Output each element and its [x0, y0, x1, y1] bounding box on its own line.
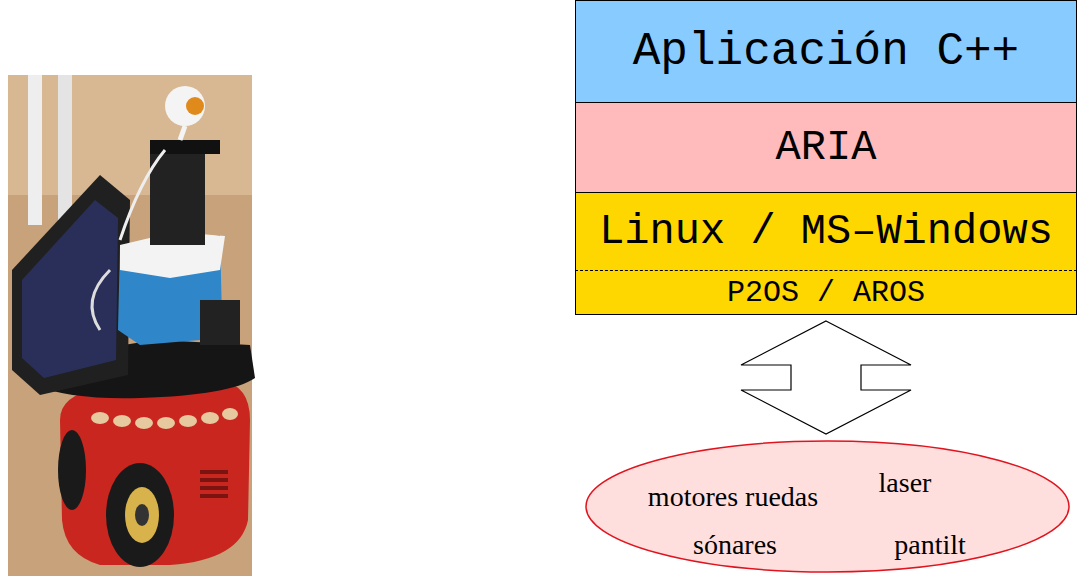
layer-label: Linux / MS–Windows — [599, 211, 1053, 253]
device-label: motores ruedas — [648, 483, 818, 511]
webcam — [165, 86, 205, 126]
layer-label: Aplicación C++ — [633, 29, 1019, 75]
wheel — [58, 430, 86, 510]
pantilt — [150, 150, 205, 245]
cable — [120, 150, 165, 240]
floor-ground — [8, 75, 252, 576]
layer-label: ARIA — [776, 127, 877, 169]
double-arrow — [741, 321, 911, 434]
layer-band: ARIA — [575, 102, 1077, 193]
layer-band: Linux / MS–Windows — [575, 192, 1077, 270]
wheel — [106, 463, 174, 567]
pantilt-plate — [150, 140, 220, 154]
layer-band: P2OS / AROS — [575, 270, 1077, 315]
floor-light — [8, 75, 252, 195]
laptop — [12, 175, 130, 395]
device-label: laser — [879, 469, 932, 497]
ellipse-shape — [586, 441, 1069, 572]
chair-leg — [28, 75, 42, 225]
device-label: sónares — [693, 531, 777, 559]
laser-scanner — [200, 300, 240, 345]
device-label: pantilt — [894, 531, 966, 559]
hardware-ellipse: motores ruedas laser sónares pantilt — [585, 440, 1070, 573]
cable — [92, 270, 110, 330]
vent — [200, 470, 228, 498]
laptop-keys — [22, 200, 118, 378]
webcam-stand — [180, 126, 185, 140]
layer-label: P2OS / AROS — [727, 278, 925, 308]
wheel-hub — [125, 487, 159, 543]
wheel-axle — [135, 504, 149, 526]
layer-band: Aplicación C++ — [575, 0, 1077, 103]
webcam-lens — [186, 97, 204, 115]
sonar-ring — [91, 408, 238, 429]
